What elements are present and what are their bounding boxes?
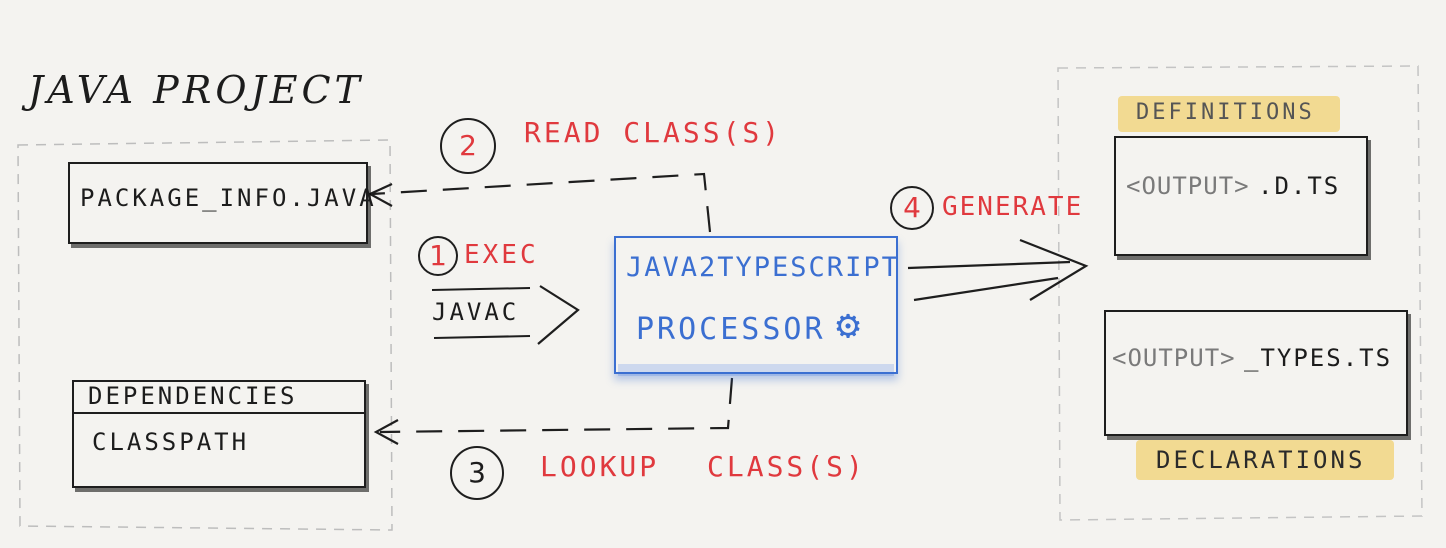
dependencies-divider [72, 412, 366, 414]
definitions-file-prefix: <output> [1126, 172, 1250, 200]
step-4-number: 4 [890, 186, 934, 230]
javac-label: javac [432, 298, 520, 326]
step-1-number: 1 [418, 236, 458, 276]
step-3-number: 3 [450, 446, 504, 500]
step-3-label: lookup class(s) [540, 450, 866, 483]
definitions-box [1114, 136, 1368, 256]
generate-arrow-bottom [913, 276, 1059, 302]
gear-icon: ⚙ [836, 302, 861, 348]
page-title: Java Project [28, 68, 364, 112]
step-1-label: exec [464, 240, 539, 270]
generate-arrowhead [1019, 238, 1089, 301]
processor-line-1: Java2typescript [626, 252, 900, 283]
package-info-label: Package_info.java [80, 184, 377, 212]
generate-arrow-top [907, 260, 1071, 270]
dependencies-classpath: Classpath [92, 428, 250, 456]
definitions-tag: Definitions [1136, 100, 1315, 125]
lookup-class-arrow [379, 377, 734, 434]
java-project-region [17, 139, 393, 531]
declarations-box [1104, 310, 1408, 436]
lookup-class-arrowhead [373, 419, 399, 445]
step-2-label: read class(s) [524, 116, 783, 149]
definitions-file-suffix: .d.ts [1258, 172, 1341, 200]
processor-box [614, 236, 898, 374]
definitions-highlight [1118, 96, 1340, 132]
read-class-arrowhead [367, 182, 393, 207]
dependencies-header: Dependencies [88, 382, 298, 410]
declarations-tag: Declarations [1156, 446, 1366, 474]
step-4-label: generate [942, 192, 1084, 222]
javac-underline-top [431, 287, 531, 291]
declarations-highlight [1136, 440, 1394, 480]
javac-underline-bottom [433, 335, 531, 339]
read-class-arrow [371, 172, 712, 233]
processor-line-2: Processor [636, 312, 826, 347]
output-region [1057, 65, 1423, 521]
dependencies-box [72, 380, 366, 488]
declarations-file-suffix: _types.ts [1244, 344, 1393, 372]
javac-arrowhead [537, 285, 580, 345]
package-info-box [68, 162, 368, 244]
step-2-number: 2 [440, 118, 496, 174]
declarations-file-prefix: <output> [1112, 344, 1236, 372]
